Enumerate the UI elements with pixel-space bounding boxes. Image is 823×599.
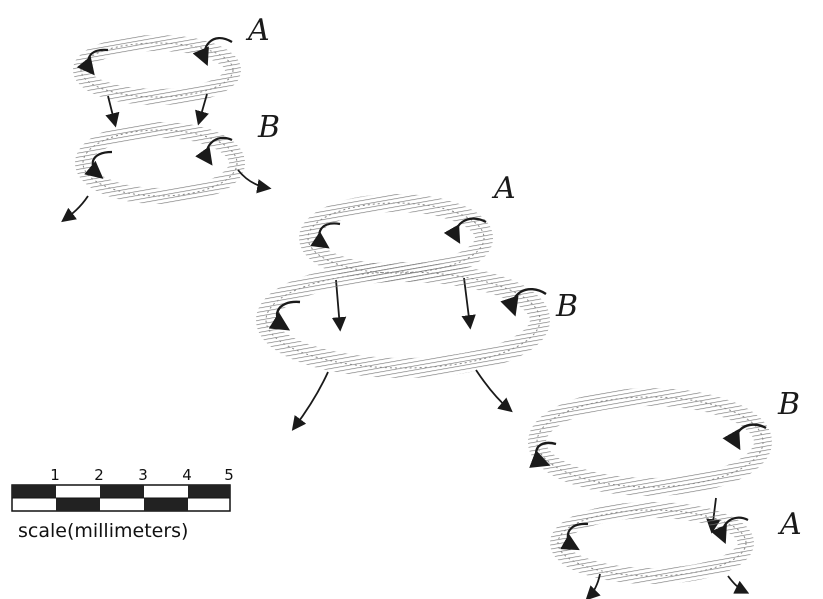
ring-3a	[558, 510, 748, 576]
outflow-arrow-icon	[294, 372, 328, 428]
scale-bar: 1 2 3 4 5 scale(millimeters)	[12, 466, 234, 542]
ring-1b	[83, 130, 237, 196]
ring-label: B	[257, 110, 280, 145]
scale-tick-label: 2	[94, 466, 104, 484]
ring-label: B	[777, 387, 800, 422]
ring-label: A	[245, 13, 270, 48]
outflow-arrow-icon	[64, 196, 88, 220]
ring-2b	[266, 272, 546, 368]
ring-1a	[81, 38, 233, 97]
ring-label: B	[555, 289, 578, 324]
outflow-arrow-icon	[728, 576, 746, 592]
curl-arrow-icon	[93, 152, 112, 176]
scale-tick-label: 1	[50, 466, 60, 484]
scale-tick-label: 5	[224, 466, 234, 484]
outflow-arrow-icon	[476, 370, 510, 410]
ring-3b	[536, 397, 766, 487]
scale-tick-label: 4	[182, 466, 192, 484]
curl-arrow-icon	[319, 223, 340, 246]
ring-pair-1: A B	[64, 13, 280, 220]
ring-pair-3: B A	[536, 387, 801, 598]
ring-label: A	[491, 171, 516, 206]
ring-label: A	[777, 507, 802, 542]
scale-caption: scale(millimeters)	[18, 520, 188, 542]
scale-tick-label: 3	[138, 466, 148, 484]
curl-arrow-icon	[277, 302, 300, 328]
ring-pair-2: A B	[266, 171, 578, 428]
